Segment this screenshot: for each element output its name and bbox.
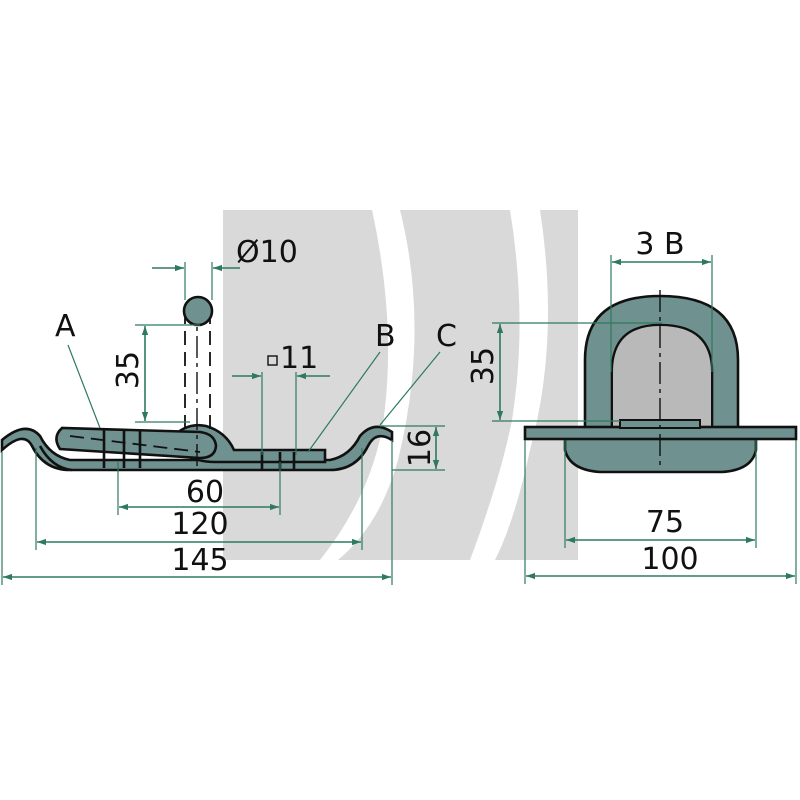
label-a: A [55, 309, 76, 344]
dim-square: 11 [280, 341, 318, 376]
square-symbol [267, 355, 278, 366]
dim-height-right: 35 [466, 347, 501, 385]
dim-thickness: 16 [403, 429, 438, 467]
dim-hole-spacing: 60 [186, 475, 224, 510]
dim-total-length: 145 [171, 543, 228, 578]
ring-section [182, 295, 214, 327]
part-labels: A B C [55, 309, 457, 453]
side-view [0, 295, 394, 472]
dim-height-left: 35 [111, 351, 146, 389]
dim-ring-width: 3 B [635, 227, 684, 262]
dim-bolt-spacing: 75 [646, 505, 684, 540]
front-view [523, 290, 798, 474]
front-dimensions: 3 B 35 75 100 [466, 227, 797, 584]
dim-inner-width: 120 [171, 507, 228, 542]
side-dimensions: Ø10 35 11 16 60 120 145 [1, 235, 445, 585]
dim-plate-width: 100 [641, 542, 698, 577]
folded-ring [55, 426, 218, 460]
dim-diameter: Ø10 [236, 235, 298, 270]
d-ring-inner [611, 323, 713, 439]
watermark-logo [223, 210, 578, 560]
label-c: C [436, 319, 457, 354]
label-b: B [375, 319, 396, 354]
